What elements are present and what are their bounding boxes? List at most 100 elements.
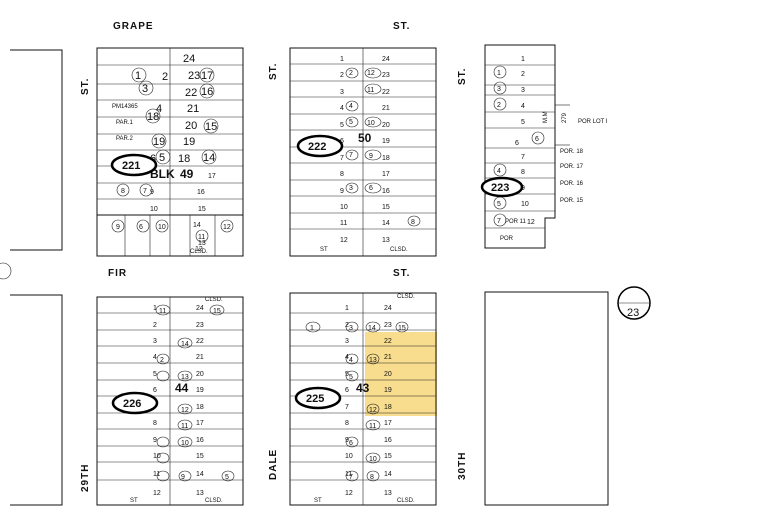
- lot-label: 21: [196, 354, 204, 361]
- parcel-circle-label: 11: [159, 308, 166, 315]
- edge-circle: [0, 262, 12, 280]
- lot-label: 2: [162, 71, 168, 83]
- lot-label: 22: [185, 87, 197, 99]
- closed-label: CLSD.: [205, 498, 223, 504]
- parcel-circle-label: 12: [369, 407, 377, 414]
- alley-label: ST: [130, 498, 138, 504]
- street-label-grape-st: ST.: [393, 21, 410, 32]
- lot-label: 23: [384, 322, 392, 329]
- parcel-circle-label: 14: [368, 325, 376, 332]
- parcel-circle-label: 11: [369, 423, 376, 430]
- street-label-right-st: ST.: [457, 68, 468, 85]
- block-number-49: 49: [180, 167, 194, 181]
- parcel-circle-label: 8: [121, 188, 125, 195]
- street-label-grape: GRAPE: [113, 21, 154, 32]
- lot-label: 3: [345, 338, 349, 345]
- lot-label: 16: [384, 437, 392, 444]
- parcel-label-por: POR: [500, 236, 514, 242]
- parcel-label-por18: POR. 18: [560, 149, 584, 155]
- lot-label: 12: [195, 246, 203, 253]
- lot-label: 24: [183, 53, 195, 65]
- lot-label: 4: [521, 103, 525, 110]
- lot-label: 7: [521, 154, 525, 161]
- block-number-50: 50: [358, 131, 372, 145]
- lot-label: 8: [340, 171, 344, 178]
- lot-label: 24: [384, 305, 392, 312]
- parcel-map-ref: PM14365: [112, 104, 138, 110]
- block-226: 1 2 3 4 5 6 7 8 9 10 11 12 24 23 22 21 2…: [96, 296, 244, 506]
- parcel-circle-label: 11: [367, 87, 374, 94]
- parcel-circle-label: 18: [147, 111, 159, 123]
- parcel-circle-label: 4: [497, 168, 501, 175]
- parcel-circle-label: 1: [497, 70, 501, 77]
- block-number-225: 225: [306, 393, 324, 405]
- parcel-circle-label: 5: [159, 152, 165, 164]
- lot-label: 8: [153, 420, 157, 427]
- parcel-circle-label: 15: [213, 308, 221, 315]
- lot-label: 18: [384, 404, 392, 411]
- parcel-circle-label: 5: [349, 374, 353, 381]
- parcel-circle-label: 3: [497, 86, 501, 93]
- lot-label: 5: [153, 371, 157, 378]
- block-badge-226: [111, 391, 159, 415]
- block-number-43: 43: [356, 381, 370, 395]
- parcel-circle-label: 6: [369, 185, 373, 192]
- lot-label: 1: [340, 56, 344, 63]
- parcel-circle-label: 13: [369, 357, 377, 364]
- lot-label: 9: [345, 437, 349, 444]
- parcel-label-par1: PAR.1: [116, 120, 134, 126]
- lot-label: 18: [196, 404, 204, 411]
- parcel-circle-label: 1: [310, 325, 314, 332]
- closed-label: CLSD.: [190, 249, 208, 255]
- lot-label: 2: [153, 322, 157, 329]
- street-label-fir-st: ST.: [393, 268, 410, 279]
- lot-label: 23: [196, 322, 204, 329]
- block-number-223: 223: [491, 182, 509, 194]
- lot-label: 10: [345, 453, 353, 460]
- lot-label: 15: [382, 204, 390, 211]
- lot-label: 23: [382, 72, 390, 79]
- lot-label: 14: [382, 220, 390, 227]
- parcel-circle-label: 14: [203, 152, 215, 164]
- lot-label: 12: [345, 490, 353, 497]
- parcel-circle-label: 4: [349, 357, 353, 364]
- street-label-dale: DALE: [268, 449, 279, 480]
- lot-label: 11: [153, 471, 160, 478]
- lot-label: 17: [382, 171, 390, 178]
- block-222: 1 2 3 4 5 6 7 8 9 10 11 12 24 23 22 21 2…: [289, 47, 437, 257]
- parcel-circle-label: 15: [205, 121, 217, 133]
- lot-label: 24: [196, 305, 204, 312]
- lot-label: 9: [340, 188, 344, 195]
- parcel-circle-label: 5: [497, 201, 501, 208]
- lot-label: 18: [382, 155, 390, 162]
- parcel-circle-label: 10: [367, 120, 375, 127]
- parcel-circle-label: 11: [198, 234, 205, 241]
- lot-label: 11: [340, 220, 347, 227]
- lot-label: 13: [382, 237, 390, 244]
- block-badge-221: [110, 153, 158, 177]
- parcel-circle-label: 6: [535, 136, 539, 143]
- parcel-circle-label: 3: [349, 325, 353, 332]
- parcel-label-por17: POR. 17: [560, 164, 584, 170]
- parcel-circle-label: 9: [181, 474, 185, 481]
- lot-label: 15: [196, 453, 204, 460]
- parcel-circle-label: 10: [369, 456, 377, 463]
- parcel-circle-label: 7: [349, 474, 353, 481]
- lot-label: 12: [153, 490, 161, 497]
- lot-label: 7: [340, 155, 344, 162]
- lot-label: 9: [150, 189, 154, 196]
- lot-label: 18: [178, 153, 190, 165]
- map-ref-mm: M.M: [543, 111, 549, 123]
- lot-label: 5: [521, 119, 525, 126]
- block-number-222: 222: [308, 141, 326, 153]
- parcel-circle-label: 8: [370, 474, 374, 481]
- lot-label: 9: [153, 437, 157, 444]
- lot-label: 13: [196, 490, 204, 497]
- alley-label: ST: [320, 247, 328, 253]
- closed-label: CLSD.: [205, 297, 223, 303]
- alley-label: ST: [314, 498, 322, 504]
- street-label-fir: FIR: [108, 268, 127, 279]
- lot-label: 20: [196, 371, 204, 378]
- parcel-circle-label: 17: [201, 70, 213, 82]
